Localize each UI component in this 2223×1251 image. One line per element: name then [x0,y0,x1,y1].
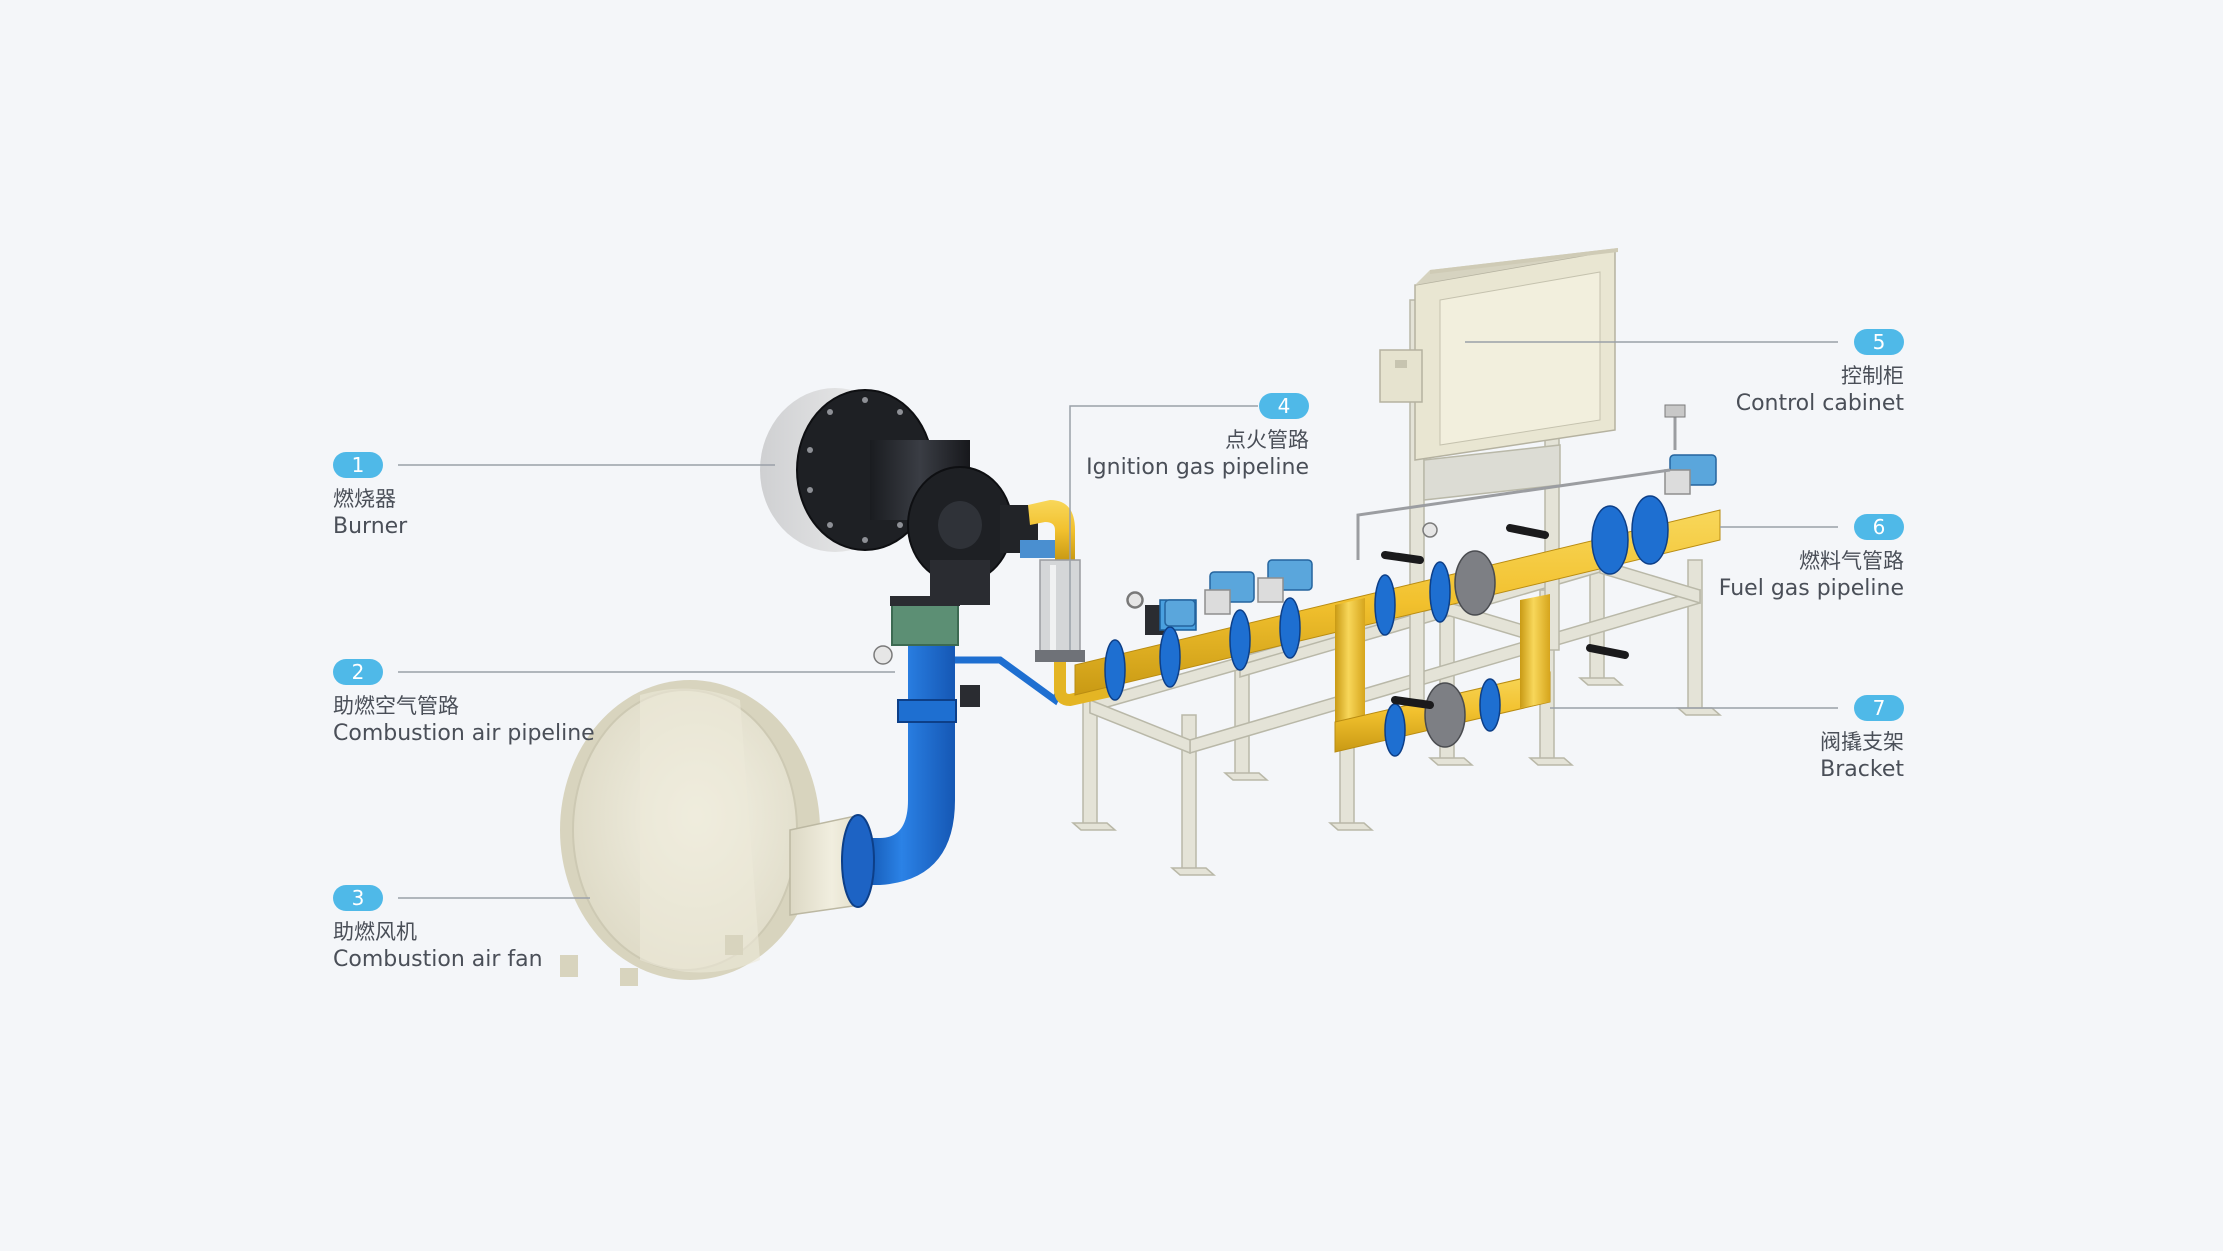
callout-number-badge: 4 [1259,393,1309,419]
callout-number-badge: 1 [333,452,383,478]
callout-label-zh: 燃烧器 [333,487,396,511]
combustion-air-pipeline [841,596,1064,908]
callout-label-en: Bracket [1820,757,1904,782]
callout-label-en: Combustion air fan [333,947,543,972]
callout-number-badge: 7 [1854,695,1904,721]
fuel-gas-pipeline [873,404,1721,757]
callout-burner: 1 燃烧器 Burner [333,452,407,540]
callout-label-en: Fuel gas pipeline [1718,576,1904,601]
callout-combustion-air-fan: 3 助燃风机 Combustion air fan [333,885,543,973]
callout-number-badge: 6 [1854,514,1904,540]
combustion-air-fan [560,680,861,986]
callout-label-zh: 燃料气管路 [1799,549,1904,573]
callout-bracket: 7 阀撬支架 Bracket [1820,695,1904,783]
callout-label-en: Control cabinet [1735,391,1904,416]
callout-control-cabinet: 5 控制柜 Control cabinet [1736,329,1904,417]
callout-label-zh: 阀撬支架 [1820,730,1904,754]
callout-label-en: Ignition gas pipeline [1086,455,1309,480]
callout-label-zh: 助燃风机 [333,920,417,944]
callout-number-badge: 5 [1854,329,1904,355]
burner [760,388,1075,605]
callout-label-zh: 点火管路 [1225,428,1309,452]
callout-fuel-gas-pipeline: 6 燃料气管路 Fuel gas pipeline [1719,514,1904,602]
leader-line-4 [1069,405,1258,650]
control-cabinet [1379,248,1618,461]
callout-label-en: Combustion air pipeline [333,721,595,746]
callout-ignition-gas-pipeline: 4 点火管路 Ignition gas pipeline [1086,393,1309,481]
callout-number-badge: 3 [333,885,383,911]
callout-number-badge: 2 [333,659,383,685]
callout-label-zh: 控制柜 [1841,364,1904,388]
callout-label-zh: 助燃空气管路 [333,694,459,718]
callout-label-en: Burner [333,514,408,539]
callout-combustion-air-pipeline: 2 助燃空气管路 Combustion air pipeline [333,659,595,747]
